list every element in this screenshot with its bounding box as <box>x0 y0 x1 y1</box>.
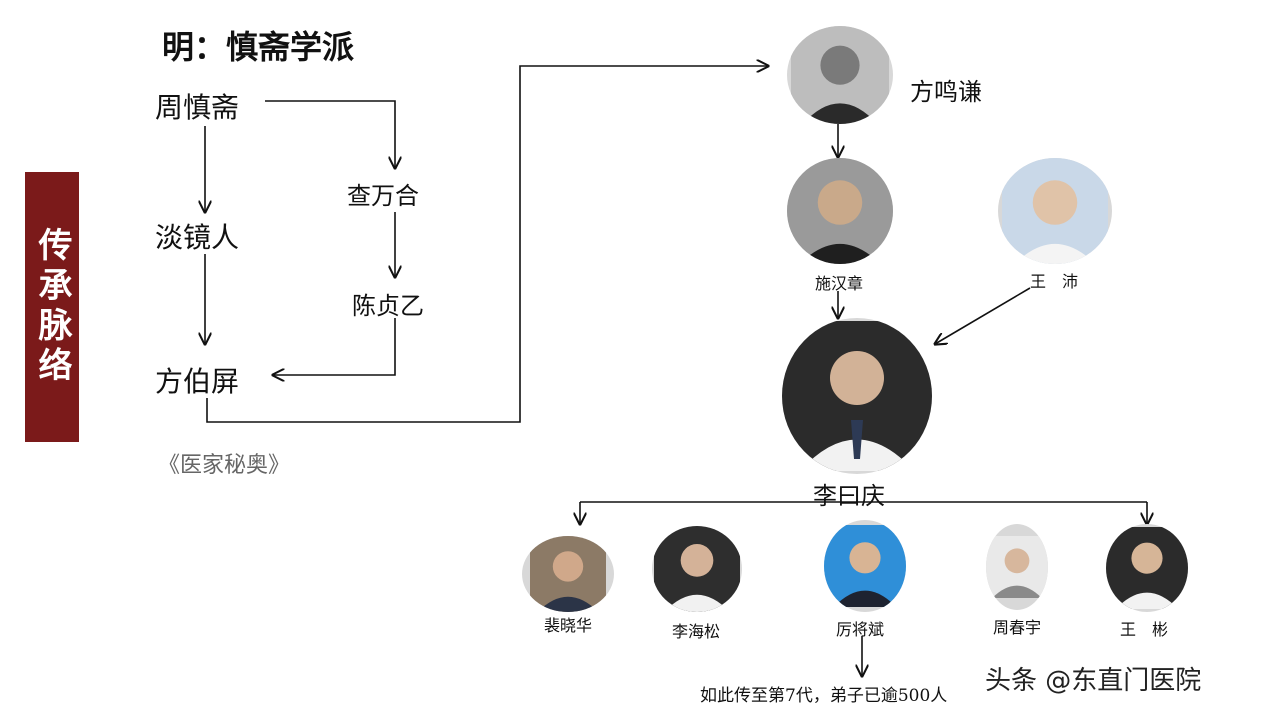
side-banner-text: 传承脉络 <box>32 227 72 387</box>
disciple-name-4: 周春宇 <box>993 618 1042 637</box>
portrait-shi-hanzhang <box>787 158 893 264</box>
side-banner: 传承脉络 <box>25 172 79 442</box>
portrait-disciple-2 <box>652 526 742 612</box>
disciple-name-1: 裴晓华 <box>544 616 593 635</box>
portrait-disciple-4 <box>986 524 1048 610</box>
disciple-name-3: 厉将斌 <box>836 620 885 639</box>
portrait-disciple-1 <box>522 536 614 612</box>
arrow-wang-to-li <box>935 287 1031 344</box>
node-chen-zhenyi: 陈贞乙 <box>352 292 424 320</box>
disciple-name-5: 王 彬 <box>1120 620 1169 639</box>
node-fang-boping: 方伯屏 <box>155 365 240 398</box>
node-zhou-shenzhai: 周慎斋 <box>155 91 240 124</box>
arrow-fang-to-fangmq <box>206 66 768 423</box>
disciple-name-2: 李海松 <box>672 622 721 641</box>
disciple-bracket <box>580 490 1147 503</box>
book-title: 《医家秘奥》 <box>158 453 291 478</box>
arrow-chen-to-fang <box>273 318 396 375</box>
portrait-fang-mingqian <box>787 26 893 124</box>
node-wang-pei: 王 沛 <box>1030 272 1079 291</box>
footer-note: 如此传至第7代，弟子已逾500人 <box>700 686 948 706</box>
node-tan-jingren: 淡镜人 <box>155 221 240 254</box>
portrait-disciple-5 <box>1106 524 1188 612</box>
portrait-wang-pei <box>998 158 1112 264</box>
portrait-li-yueqing <box>782 318 932 474</box>
page-title: 明：慎斋学派 <box>162 28 355 66</box>
node-zha-wanhe: 查万合 <box>347 182 419 210</box>
arrow-zhou-to-zha <box>265 100 395 168</box>
portrait-disciple-3 <box>824 520 906 612</box>
node-fang-mingqian: 方鸣谦 <box>910 78 982 106</box>
watermark: 头条 @东直门医院 <box>985 666 1202 696</box>
node-shi-hanzhang: 施汉章 <box>815 274 864 293</box>
node-li-yueqing: 李曰庆 <box>813 482 885 510</box>
